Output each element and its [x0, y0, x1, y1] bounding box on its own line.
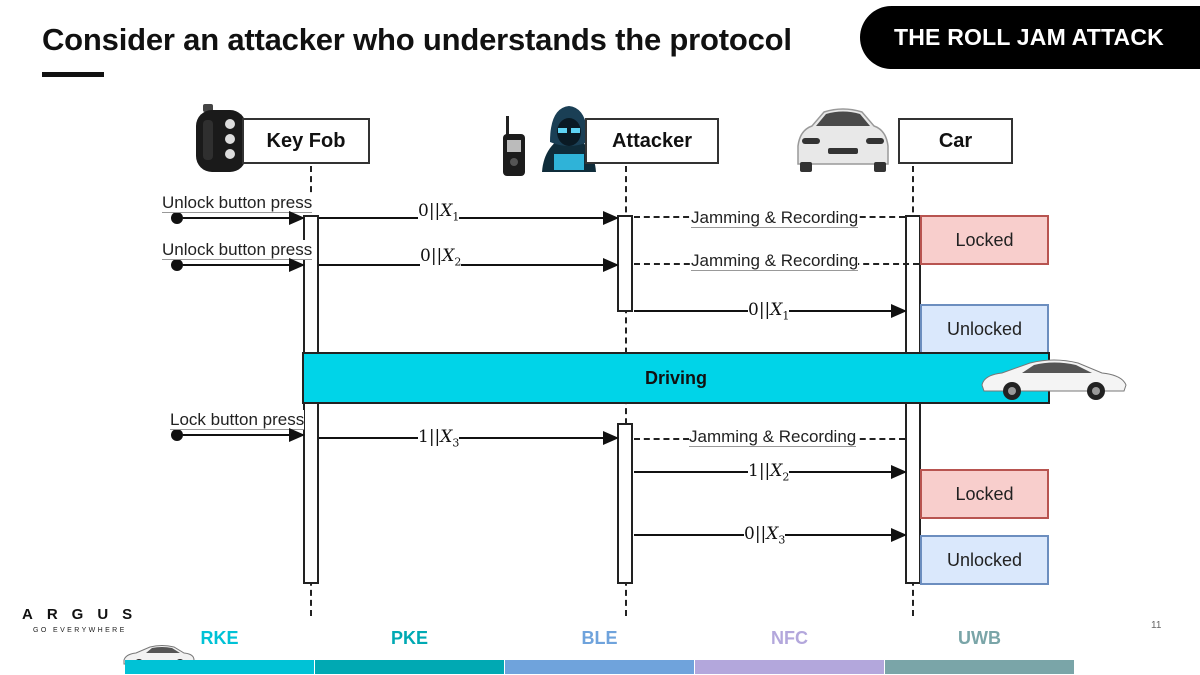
hacker-icon — [536, 104, 602, 172]
unlock-press-2-label: Unlock button press — [162, 240, 313, 260]
jamming-label-2: Jamming & Recording — [691, 251, 859, 271]
unlock-press-1-dot — [171, 212, 183, 224]
unlock-press-1-arrow — [183, 211, 305, 225]
car-activation-bracket-1 — [919, 263, 921, 305]
key-fob-actor: Key Fob — [242, 118, 370, 164]
code-label-4: 1||X3 — [418, 427, 460, 454]
lock-press-label: Lock button press — [170, 410, 305, 430]
key-fob-activation-top — [303, 215, 319, 355]
unlock-press-2-dot — [171, 259, 183, 271]
state-locked-2: Locked — [920, 469, 1049, 519]
code-label-5: 1||X2 — [748, 461, 790, 488]
footer-tab-pke[interactable]: PKE — [390, 627, 428, 648]
key-fob-activation-bottom — [303, 402, 319, 584]
msg-fob-to-attacker-3 — [319, 431, 619, 445]
driving-band: Driving — [302, 352, 1050, 404]
state-unlocked-2: Unlocked — [920, 535, 1049, 585]
footer-tab-uwb[interactable]: UWB — [958, 627, 1001, 648]
footer-bar-uwb — [885, 660, 1074, 674]
car-activation-bracket-2 — [919, 402, 921, 470]
car-actor: Car — [898, 118, 1013, 164]
jamming-label-1: Jamming & Recording — [691, 208, 859, 228]
key-fob-icon — [193, 104, 249, 176]
footer-tab-ble[interactable]: BLE — [581, 627, 618, 648]
footer-bar-pke — [315, 660, 504, 674]
footer-tab-nfc[interactable]: NFC — [771, 627, 808, 648]
attacker-actor: Attacker — [585, 118, 719, 164]
code-label-1: 0||X1 — [418, 201, 460, 228]
attacker-activation-top — [617, 215, 633, 312]
lock-press-arrow — [183, 428, 305, 442]
state-locked-1: Locked — [920, 215, 1049, 265]
attacker-activation-bottom — [617, 423, 633, 584]
slide-title: Consider an attacker who understands the… — [42, 22, 792, 57]
footer-bar-ble — [505, 660, 694, 674]
msg-fob-to-attacker-2 — [319, 258, 619, 272]
footer-bar-nfc — [695, 660, 884, 674]
footer-tab-rke[interactable]: RKE — [200, 627, 239, 648]
lock-press-dot — [171, 429, 183, 441]
unlock-press-2-arrow — [183, 258, 305, 272]
unlock-press-1-label: Unlock button press — [162, 193, 313, 213]
driving-car-icon — [978, 355, 1128, 401]
code-label-6: 0||X3 — [744, 524, 786, 551]
msg-fob-to-attacker-1 — [319, 211, 619, 225]
brand-tagline: GO EVERYWHERE — [33, 627, 127, 634]
section-tag: THE ROLL JAM ATTACK — [860, 6, 1200, 69]
code-label-2: 0||X2 — [420, 246, 462, 273]
footer-bar-rke — [125, 660, 314, 674]
car-activation-bracket-3 — [919, 517, 921, 537]
title-underline — [42, 72, 104, 77]
page-number: 11 — [1151, 620, 1162, 631]
state-unlocked-1: Unlocked — [920, 304, 1049, 354]
code-label-3: 0||X1 — [748, 300, 790, 327]
jamming-label-3: Jamming & Recording — [689, 427, 857, 447]
brand-logo-text: ARGUS — [22, 606, 147, 623]
walkie-talkie-icon — [501, 116, 527, 178]
car-icon — [790, 104, 896, 174]
